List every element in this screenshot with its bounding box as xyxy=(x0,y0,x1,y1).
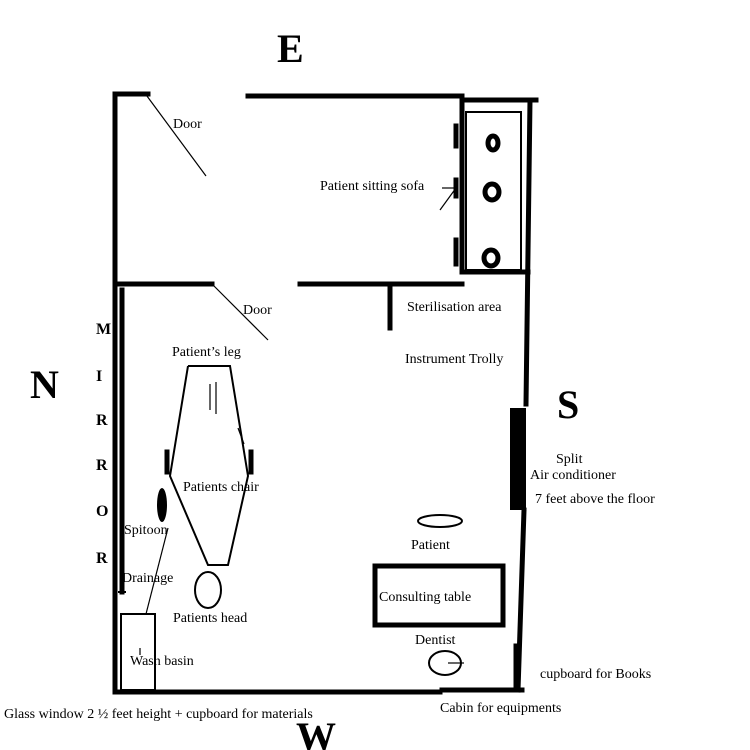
label-sofa: Patient sitting sofa xyxy=(320,179,425,194)
door-swing-top xyxy=(143,91,207,177)
label-ac-height: 7 feet above the floor xyxy=(535,492,655,507)
mirror-letter: R xyxy=(96,550,108,567)
outer-walls xyxy=(112,91,539,695)
compass-east: E xyxy=(277,26,304,71)
door-swing-middle xyxy=(213,285,269,341)
drainage-pipe xyxy=(145,527,169,615)
inner-partition xyxy=(112,97,531,287)
label-door-top: Door xyxy=(173,117,202,132)
compass-west: W xyxy=(296,714,336,750)
south-wall-upper xyxy=(523,97,533,407)
sofa-seat-3 xyxy=(481,247,501,269)
mirror-letter: R xyxy=(96,457,108,474)
label-sterilisation: Sterilisation area xyxy=(407,300,502,315)
south-wall-lower xyxy=(515,507,527,693)
mirror-letter: O xyxy=(96,503,108,520)
patients-chair xyxy=(164,365,254,609)
label-patients-head: Patients head xyxy=(173,611,247,626)
chair-tick xyxy=(237,427,245,445)
compass-south: S xyxy=(557,382,579,427)
label-patients-chair: Patients chair xyxy=(183,480,259,495)
label-air-conditioner: Air conditioner xyxy=(530,468,616,483)
compass-north: N xyxy=(30,362,59,407)
consulting-table-rect xyxy=(372,563,506,628)
label-instrument-trolly: Instrument Trolly xyxy=(405,352,503,367)
label-split: Split xyxy=(556,452,583,467)
label-patient: Patient xyxy=(411,538,450,553)
label-door-middle: Door xyxy=(243,303,272,318)
label-wash-basin: Wash basin xyxy=(130,654,194,669)
label-cupboard-books: cupboard for Books xyxy=(540,667,651,682)
mirror-letter: R xyxy=(96,412,108,429)
spitoon-bowl xyxy=(157,488,167,522)
air-conditioner-unit xyxy=(510,408,526,510)
patient-ellipse xyxy=(417,514,463,528)
label-patients-leg: Patient’s leg xyxy=(172,345,241,360)
patients-head-circle xyxy=(194,571,222,609)
mirror-letter: M xyxy=(96,321,111,338)
label-spitoon: Spitoon xyxy=(124,523,168,538)
label-dentist: Dentist xyxy=(415,633,456,648)
wash-basin-outline xyxy=(120,613,156,691)
patient-sofa xyxy=(439,111,522,271)
chair-outline xyxy=(168,365,250,566)
label-drainage: Drainage xyxy=(122,571,173,586)
label-cabin: Cabin for equipments xyxy=(440,701,561,716)
mirror-label: M I R R O R xyxy=(96,321,111,567)
sofa-pointer-2 xyxy=(439,187,457,211)
sofa-seat-1 xyxy=(485,133,501,153)
label-consulting-table: Consulting table xyxy=(379,590,471,605)
label-glass-window: Glass window 2 ½ feet height + cupboard … xyxy=(4,707,313,722)
mirror-letter: I xyxy=(96,368,102,385)
sofa-frame xyxy=(465,111,522,271)
sofa-seat-2 xyxy=(482,181,502,203)
